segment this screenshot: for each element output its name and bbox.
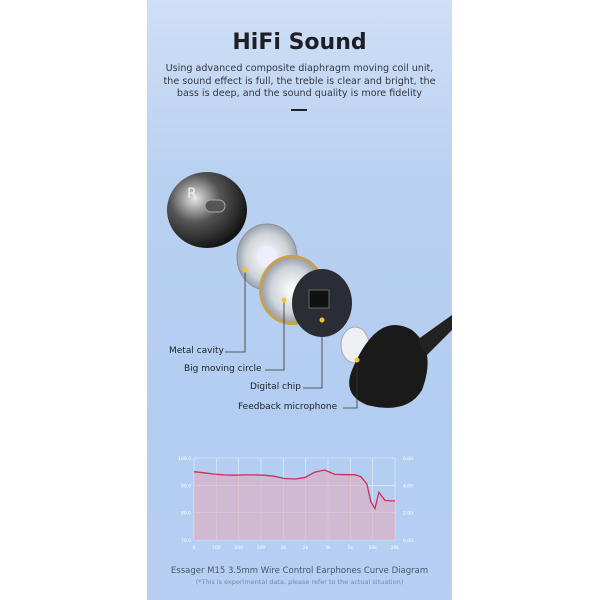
label-feedback-microphone: Feedback microphone [238, 402, 338, 412]
y-left-tick-label: 100.0 [178, 456, 191, 462]
feedback-microphone [340, 315, 452, 408]
y-right-tick-label: 6.00 [403, 456, 413, 462]
y-right-tick-label: 2.00 [403, 511, 413, 517]
x-tick-label: 2k [303, 545, 309, 551]
frequency-curve [193, 469, 395, 511]
digital-chip [292, 269, 352, 337]
x-tick-label: 200 [234, 545, 243, 551]
y-right-tick-label: 0.00 [403, 538, 413, 544]
x-tick-label: 0 [193, 545, 196, 551]
x-tick-label: 20k [391, 545, 400, 551]
y-left-tick-label: 80.0 [181, 511, 191, 517]
label-big-moving-circle: Big moving circle [184, 364, 262, 374]
x-tick-label: 5k [348, 545, 354, 551]
earbud-shell-r: R [167, 172, 247, 248]
x-tick-label: 3k [325, 545, 331, 551]
leader-lines [225, 270, 358, 409]
earphone-illustration: R 0 100 200 500 1k 2k 3k 5k 10k 20k 100.0 6.00 90.0 4… [167, 172, 452, 551]
x-tick-label: 1k [281, 545, 287, 551]
frequency-chart: 0 100 200 500 1k 2k 3k 5k 10k 20k 100.0 6.00 90.0 4.0… [178, 456, 413, 551]
product-panel: HiFi Sound Using advanced composite diap… [147, 0, 452, 600]
page-title: HiFi Sound [232, 30, 367, 55]
label-digital-chip: Digital chip [250, 382, 301, 392]
y-left-tick-label: 90.0 [181, 483, 191, 489]
y-right-tick-label: 4.00 [403, 483, 413, 489]
chart-note: (*This is experimental data, please refe… [195, 578, 404, 586]
svg-text:R: R [187, 186, 197, 202]
divider [291, 109, 307, 111]
description: Using advanced composite diaphragm movin… [163, 63, 436, 99]
label-metal-cavity: Metal cavity [169, 346, 224, 356]
x-tick-label: 100 [212, 545, 221, 551]
x-tick-label: 10k [368, 545, 377, 551]
y-left-tick-label: 70.0 [181, 538, 191, 544]
chart-title: Essager M15 3.5mm Wire Control Earphones… [170, 566, 429, 576]
x-tick-label: 500 [257, 545, 266, 551]
curve-area [194, 470, 395, 540]
